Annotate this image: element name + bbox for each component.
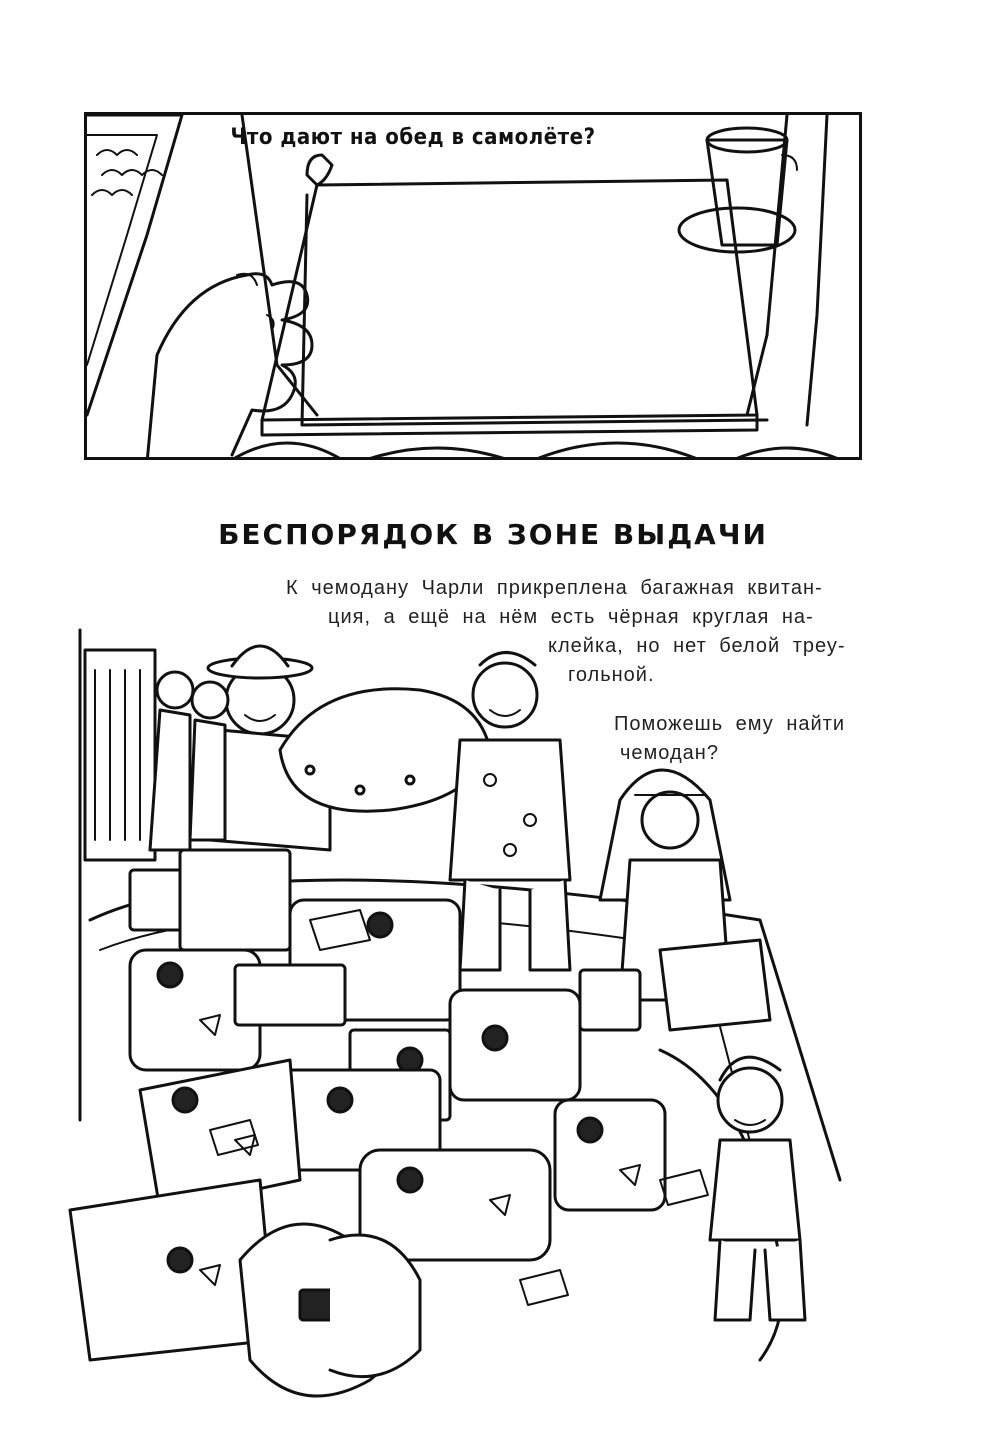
paragraph-line-3: клейка, но нет белой треу-	[548, 635, 846, 657]
baggage-claim-illustration	[68, 628, 842, 1398]
airplane-tray-illustration	[87, 115, 838, 457]
section-title: БЕСПОРЯДОК В ЗОНЕ ВЫДАЧИ	[218, 518, 768, 551]
panel-question: Что дают на обед в самолёте?	[230, 125, 596, 150]
paragraph-line-1: К чемодану Чарли прикреплена багажная кв…	[286, 577, 823, 599]
question-line-2: чемодан?	[620, 742, 719, 764]
meal-tray-panel: Что дают на обед в самолёте?	[84, 112, 862, 460]
paragraph-line-2: ция, а ещё на нём есть чёрная круглая на…	[328, 606, 814, 628]
question-line-1: Поможешь ему найти	[614, 713, 845, 735]
paragraph-line-4: гольной.	[568, 664, 655, 686]
